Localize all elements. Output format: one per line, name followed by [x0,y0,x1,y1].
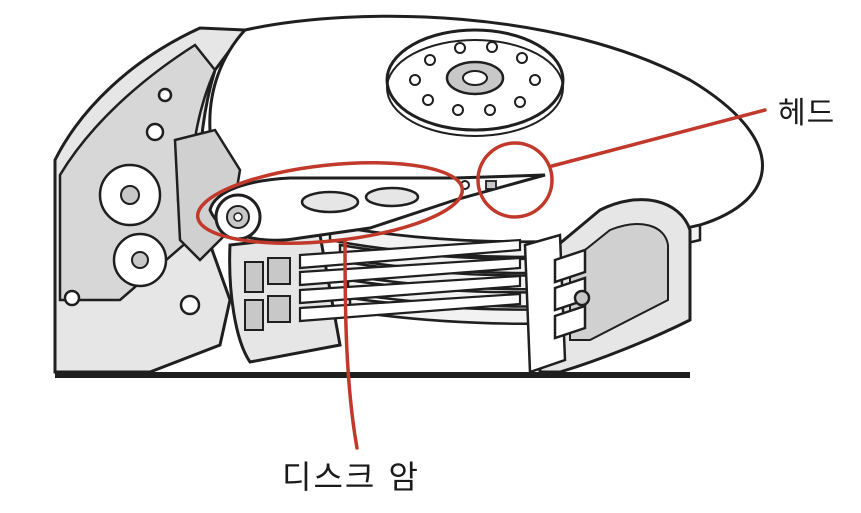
hub-center [462,70,488,86]
hub-hole [454,42,466,54]
screw [63,289,81,307]
drive-base [55,372,690,378]
comb-screw [573,289,591,307]
arm-stack [298,238,522,323]
actuator-slot [267,257,291,285]
magnet-disc-center [131,251,149,269]
actuator-slot [244,261,264,293]
comb-tooth [553,248,587,284]
screw [157,87,173,103]
read-write-head [485,180,497,190]
hub-rim [386,39,564,137]
head-label: 헤드 [778,96,836,131]
hub-hole [486,41,498,53]
hub-hole [424,54,436,66]
spindle-hub [385,28,565,137]
screw [145,122,165,142]
actuator-slot [267,295,291,323]
comb-tooth [553,304,587,340]
disk-arm-leader-line [343,238,359,450]
annotations [195,108,767,450]
arm-layer [298,292,522,323]
head-highlight [476,141,554,219]
spacer-comb [523,233,591,374]
hub-hole [529,74,541,86]
disk-arm-label: 디스크 암 [282,458,420,496]
arm-cutout [364,186,420,208]
arm-layer [298,256,522,287]
magnet-disc-center [120,185,140,205]
hub-hole [409,74,421,86]
arm-pivot-center [233,212,243,222]
actuator-magnets [98,163,168,288]
hub-hole [452,104,464,116]
hub-hole [484,104,496,116]
arm-layer [298,238,522,270]
head-leader-line [550,108,767,168]
hub-hole [514,96,526,108]
screw [179,294,201,316]
drive-case-right-inner [569,223,669,341]
arm-layer [298,274,522,305]
arm-cutout [300,190,360,214]
disk-arm-highlight [195,160,465,246]
hub-hole [422,94,434,106]
actuator-slot [244,299,264,331]
hub-hole [516,52,528,64]
